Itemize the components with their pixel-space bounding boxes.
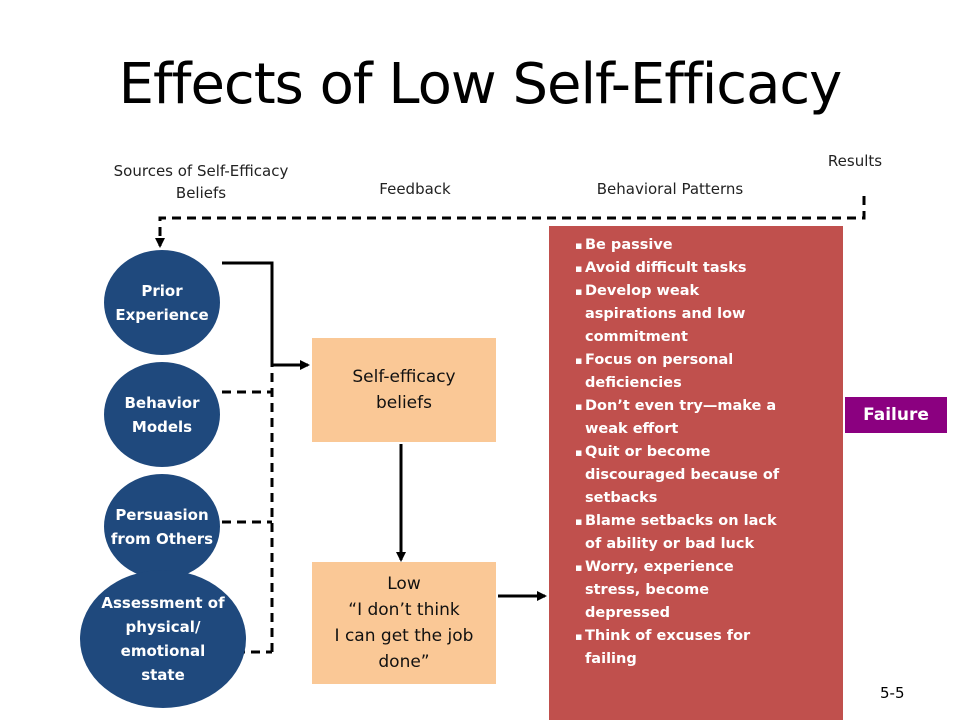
prior-experience-connector bbox=[222, 261, 274, 365]
pattern-item: Blame setbacks on lack of ability or bad… bbox=[575, 510, 785, 556]
failure-result-box: Failure bbox=[845, 397, 947, 433]
self-efficacy-beliefs-box: Self-efficacy beliefs bbox=[312, 338, 496, 442]
page-title: Effects of Low Self-Efficacy bbox=[118, 52, 843, 117]
behavioral-patterns-box: Be passive Avoid difficult tasks Develop… bbox=[549, 226, 843, 720]
header-results: Results bbox=[827, 152, 883, 170]
feedback-line bbox=[155, 196, 866, 248]
source-prior-experience: Prior Experience bbox=[104, 250, 220, 355]
pattern-item: Think of excuses for failing bbox=[575, 625, 785, 671]
source-persuasion: Persuasion from Others bbox=[104, 474, 220, 579]
header-behavioral-patterns: Behavioral Patterns bbox=[596, 180, 744, 198]
pattern-item: Worry, experience stress, become depress… bbox=[575, 556, 785, 625]
source-behavior-models: Behavior Models bbox=[104, 362, 220, 467]
header-feedback: Feedback bbox=[379, 180, 451, 198]
page-number: 5-5 bbox=[880, 684, 905, 702]
pattern-item: Avoid difficult tasks bbox=[575, 257, 785, 280]
behavioral-patterns-list: Be passive Avoid difficult tasks Develop… bbox=[575, 234, 785, 671]
low-efficacy-box: Low “I don’t think I can get the job don… bbox=[312, 562, 496, 684]
pattern-item: Don’t even try—make a weak effort bbox=[575, 395, 785, 441]
pattern-item: Develop weak aspirations and low commitm… bbox=[575, 280, 785, 349]
pattern-item: Quit or become discouraged because of se… bbox=[575, 441, 785, 510]
header-sources: Sources of Self-Efficacy Beliefs bbox=[113, 162, 289, 202]
pattern-item: Focus on personal deficiencies bbox=[575, 349, 785, 395]
pattern-item: Be passive bbox=[575, 234, 785, 257]
source-assessment: Assessment of physical/ emotional state bbox=[80, 570, 246, 708]
